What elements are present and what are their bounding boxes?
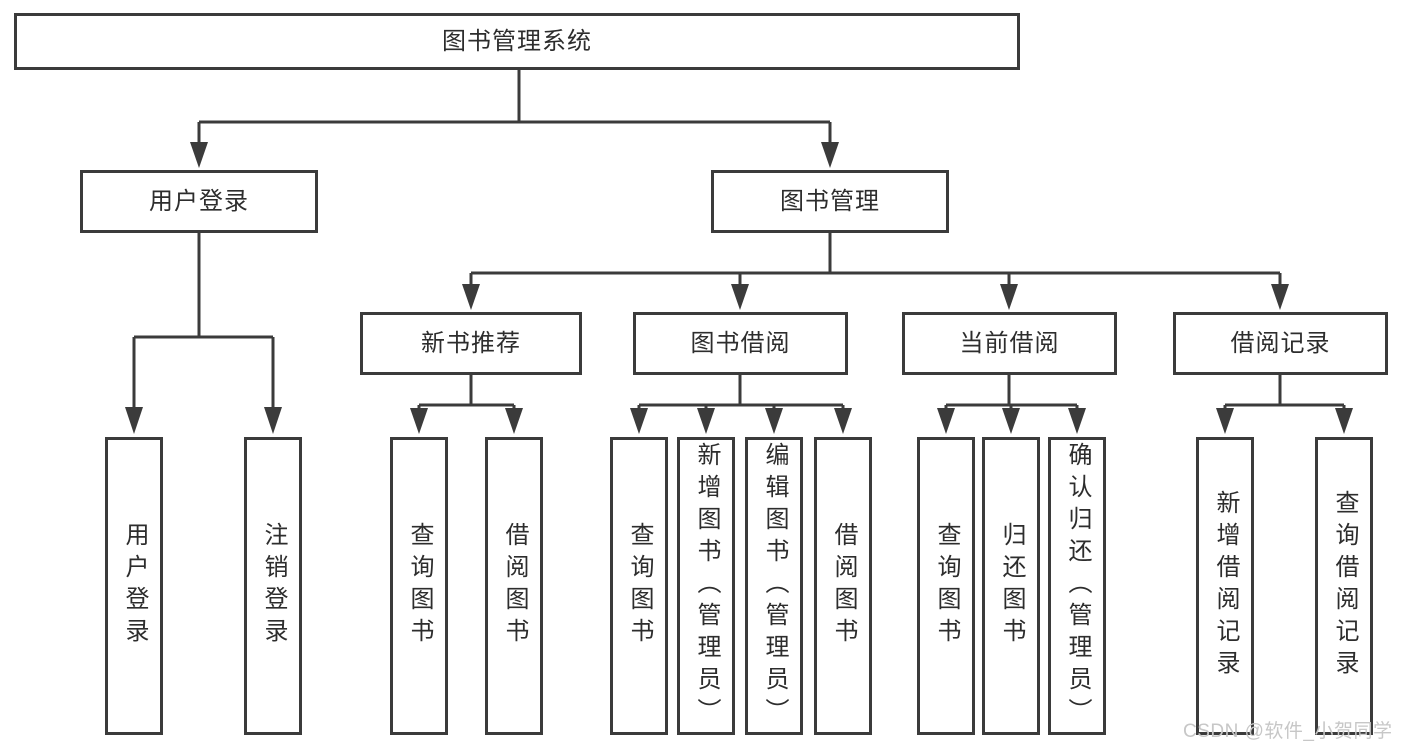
node-book-borrow: 图书借阅 [633,312,848,375]
leaf-newbooks-borrow-label: 借阅图书 [501,522,528,650]
node-user-login-label: 用户登录 [149,187,249,215]
leaf-borrow-query-label: 查询图书 [626,522,653,650]
leaf-borrow-edit: 编辑图书（管理员） [745,437,803,735]
node-borrow-records: 借阅记录 [1173,312,1388,375]
leaf-newbooks-borrow: 借阅图书 [485,437,543,735]
leaf-user-login-label: 用户登录 [121,522,148,650]
leaf-borrow-book: 借阅图书 [814,437,872,735]
leaf-record-query: 查询借阅记录 [1315,437,1373,735]
leaf-record-add: 新增借阅记录 [1196,437,1254,735]
node-new-books-label: 新书推荐 [421,329,521,357]
connector-borrow-records [1216,375,1353,434]
leaf-borrow-book-label: 借阅图书 [830,522,857,650]
leaf-current-return-label: 归还图书 [998,522,1025,650]
leaf-record-add-label: 新增借阅记录 [1212,490,1239,682]
node-root: 图书管理系统 [14,13,1020,70]
node-user-login: 用户登录 [80,170,318,233]
node-book-mgmt-label: 图书管理 [780,187,880,215]
node-current-borrow: 当前借阅 [902,312,1117,375]
node-book-borrow-label: 图书借阅 [690,329,791,357]
leaf-record-query-label: 查询借阅记录 [1331,490,1358,682]
leaf-logout-label: 注销登录 [260,522,287,650]
node-book-mgmt: 图书管理 [711,170,949,233]
leaf-current-query-label: 查询图书 [933,522,960,650]
leaf-borrow-add-label: 新增图书（管理员） [693,442,720,730]
leaf-current-confirm: 确认归还（管理员） [1048,437,1106,735]
node-current-borrow-label: 当前借阅 [959,329,1060,357]
leaf-user-login: 用户登录 [105,437,163,735]
node-borrow-records-label: 借阅记录 [1230,329,1331,357]
node-root-label: 图书管理系统 [442,27,592,55]
leaf-borrow-edit-label: 编辑图书（管理员） [761,442,788,730]
connector-user-login [125,233,282,434]
leaf-borrow-query: 查询图书 [610,437,668,735]
node-new-books: 新书推荐 [360,312,582,375]
leaf-logout: 注销登录 [244,437,302,735]
leaf-borrow-add: 新增图书（管理员） [677,437,735,735]
leaf-newbooks-query: 查询图书 [390,437,448,735]
leaf-current-query: 查询图书 [917,437,975,735]
watermark: CSDN @软件_小贺同学 [1183,721,1393,742]
leaf-newbooks-query-label: 查询图书 [406,522,433,650]
connector-current-borrow [937,375,1086,434]
connector-new-books [410,375,523,434]
leaf-current-return: 归还图书 [982,437,1040,735]
connector-book-borrow [630,375,852,434]
leaf-current-confirm-label: 确认归还（管理员） [1064,442,1091,730]
connector-root [190,70,839,168]
connector-book-mgmt [462,233,1289,310]
